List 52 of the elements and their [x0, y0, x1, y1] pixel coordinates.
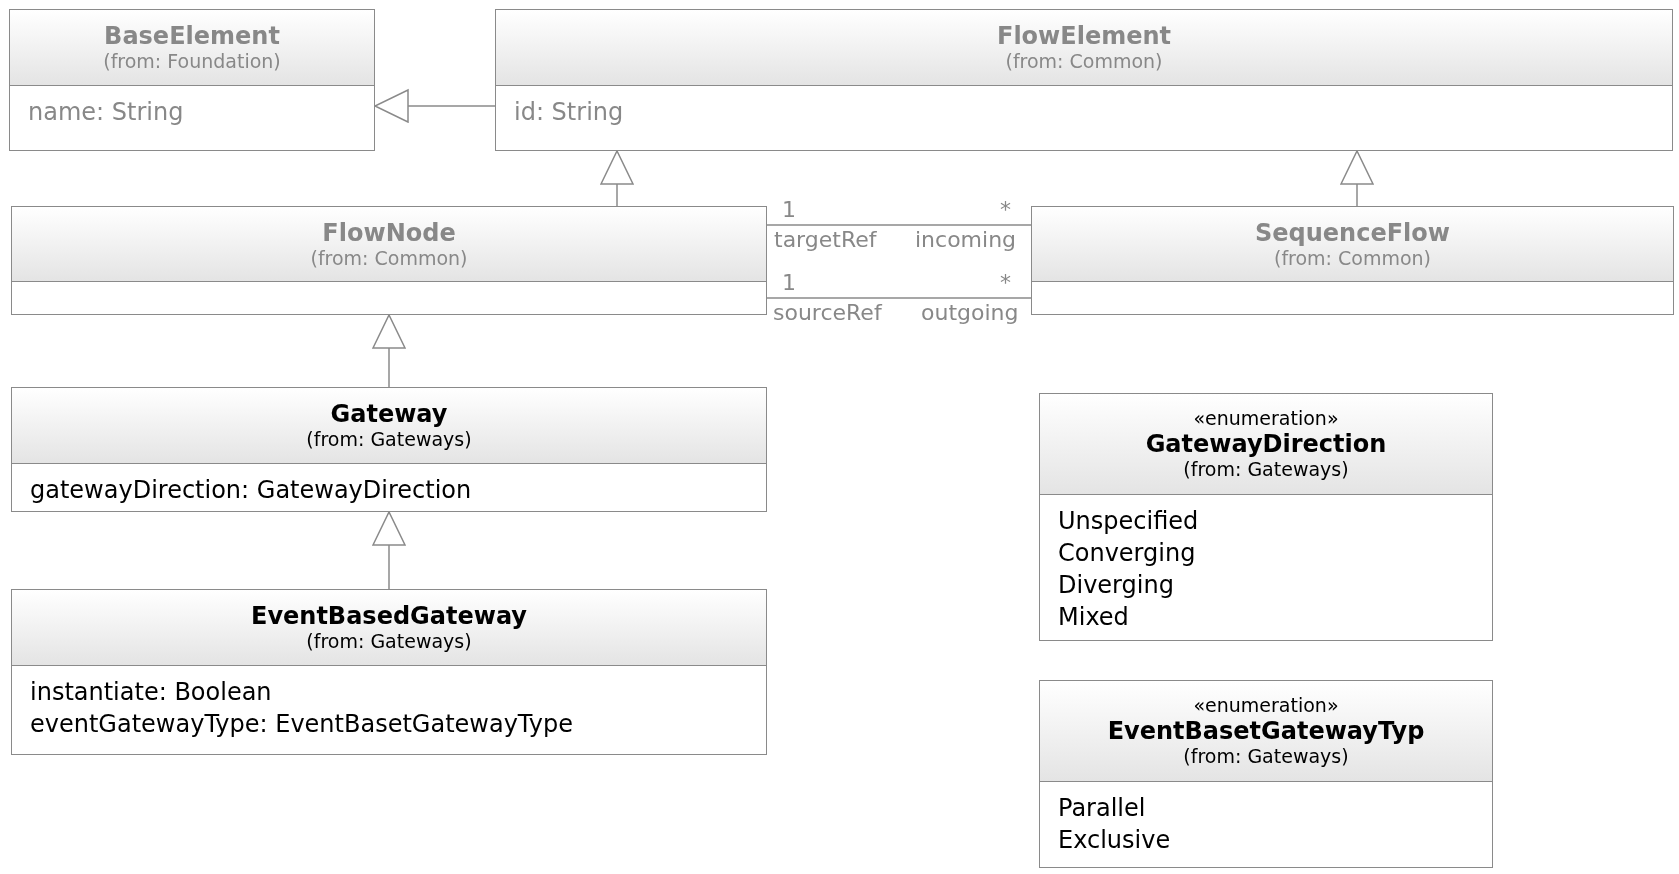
multiplicity: 1 [782, 198, 796, 222]
class-box [11, 589, 767, 755]
package-note: (from: Gateways) [1183, 458, 1349, 481]
attribute-text: eventGatewayType: EventBasetGatewayType [30, 709, 573, 740]
role-name: sourceRef [773, 301, 882, 325]
stereotype: «enumeration» [1193, 407, 1339, 430]
generalization-arrow [372, 511, 406, 590]
multiplicity: * [1000, 271, 1011, 295]
enumeration-name: EventBasetGatewayTyp [1107, 717, 1425, 745]
attribute-text: instantiate: Boolean [30, 677, 272, 708]
class-name: FlowElement [997, 22, 1171, 50]
enumeration-box [1039, 393, 1493, 641]
class-box [11, 387, 767, 512]
package-note: (from: Common) [1005, 50, 1163, 73]
generalization-arrow [600, 150, 634, 207]
multiplicity: * [1000, 198, 1011, 222]
enumeration-literal: Mixed [1058, 602, 1129, 633]
class-box [9, 9, 375, 151]
multiplicity: 1 [782, 271, 796, 295]
package-note: (from: Gateways) [306, 428, 472, 451]
association-line [766, 224, 1032, 226]
package-note: (from: Foundation) [103, 50, 281, 73]
class-name: EventBasedGateway [251, 602, 527, 630]
enumeration-literal: Unspecified [1058, 506, 1199, 537]
package-note: (from: Gateways) [1183, 745, 1349, 768]
package-note: (from: Common) [1273, 246, 1432, 270]
enumeration-literal: Diverging [1058, 570, 1174, 601]
generalization-arrow [372, 314, 406, 388]
enumeration-box [1039, 680, 1493, 868]
enumeration-literal: Exclusive [1058, 825, 1171, 856]
enumeration-literal: Converging [1058, 538, 1196, 569]
enumeration-name: GatewayDirection [1145, 430, 1387, 458]
class-box [495, 9, 1673, 151]
stereotype: «enumeration» [1193, 694, 1339, 717]
class-name: Gateway [330, 400, 448, 428]
role-name: targetRef [774, 228, 877, 252]
class-name: SequenceFlow [1255, 218, 1450, 247]
class-box [11, 206, 767, 315]
association-line [766, 297, 1032, 299]
generalization-arrow [374, 89, 496, 123]
class-name: FlowNode [322, 218, 456, 247]
role-name: incoming [915, 228, 1017, 252]
attribute-text: id: String [514, 97, 624, 128]
attribute-text: name: String [28, 97, 184, 128]
package-note: (from: Common) [310, 246, 468, 270]
role-name: outgoing [921, 301, 1019, 325]
enumeration-literal: Parallel [1058, 793, 1146, 824]
class-box [1031, 206, 1674, 315]
attribute-text: gatewayDirection: GatewayDirection [30, 475, 472, 506]
package-note: (from: Gateways) [306, 630, 472, 653]
generalization-arrow [1340, 150, 1374, 207]
class-name: BaseElement [104, 22, 280, 50]
